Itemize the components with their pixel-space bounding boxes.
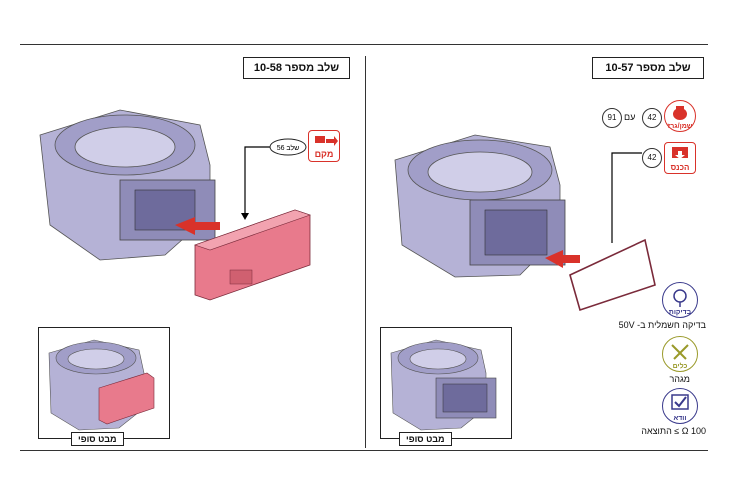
panel-divider: [365, 56, 366, 448]
right-insert-arrow: [545, 250, 580, 268]
lubricant-icon: שמן/גרז: [664, 100, 696, 132]
place-icon: מקם: [308, 130, 340, 162]
right-step-title: שלב מספר 10-57: [592, 57, 704, 79]
insert-label: הכנס: [671, 163, 690, 172]
page-frame: [20, 44, 708, 451]
place-glyph: מקם: [315, 136, 338, 159]
with-number: 91: [602, 108, 622, 128]
right-thumb-illustration: [390, 339, 497, 431]
lubricant-label: שמן/גרז: [668, 123, 693, 130]
insert-icon: הכנס: [664, 142, 696, 174]
pink-cover: [194, 209, 311, 301]
left-final-view-thumb: מבט סופי: [38, 327, 170, 446]
tools-text: מגהר: [669, 374, 690, 384]
electric-test-text: בדיקה חשמלית ב- 50V: [618, 320, 706, 330]
right-main-illustration: [394, 134, 656, 312]
verify-icon-label: וודא: [673, 415, 686, 422]
left-pointer-line: [244, 146, 270, 215]
tools-icon: כלים: [662, 336, 698, 372]
lubricant-number: 42: [642, 108, 662, 128]
ref-step-oval: [269, 138, 307, 156]
left-insert-arrow: [175, 217, 220, 235]
left-thumb-illustration: [48, 339, 155, 431]
left-main-illustration: שלב 56: [39, 109, 311, 301]
right-final-view-thumb: מבט סופי: [380, 327, 512, 446]
electric-test-icon: בדיקות: [662, 282, 698, 318]
left-thumb-label: מבט סופי: [71, 432, 124, 446]
oil-can-glyph: שמן/גרז: [668, 106, 693, 130]
electric-test-glyph: בדיקות: [669, 289, 692, 316]
electric-test-icon-label: בדיקות: [669, 309, 692, 316]
verify-text: 100 Ω ≥ התוצאה: [641, 426, 706, 436]
right-housing: [394, 134, 566, 278]
gasket: [569, 238, 656, 312]
left-step-title: שלב מספר 10-58: [243, 57, 350, 79]
right-thumb-label: מבט סופי: [399, 432, 452, 446]
tools-glyph: כלים: [671, 344, 689, 370]
checkbox-glyph: וודא: [671, 394, 689, 422]
insert-glyph: הכנס: [671, 147, 690, 172]
tools-icon-label: כלים: [673, 362, 688, 370]
verify-icon: וודא: [662, 388, 698, 424]
place-label: מקם: [315, 149, 334, 159]
with-label: עם: [624, 112, 636, 122]
ref-step-text: שלב 56: [277, 144, 300, 152]
right-pointer-line: [611, 152, 642, 243]
insert-number: 42: [642, 148, 662, 168]
left-housing: [39, 109, 216, 261]
